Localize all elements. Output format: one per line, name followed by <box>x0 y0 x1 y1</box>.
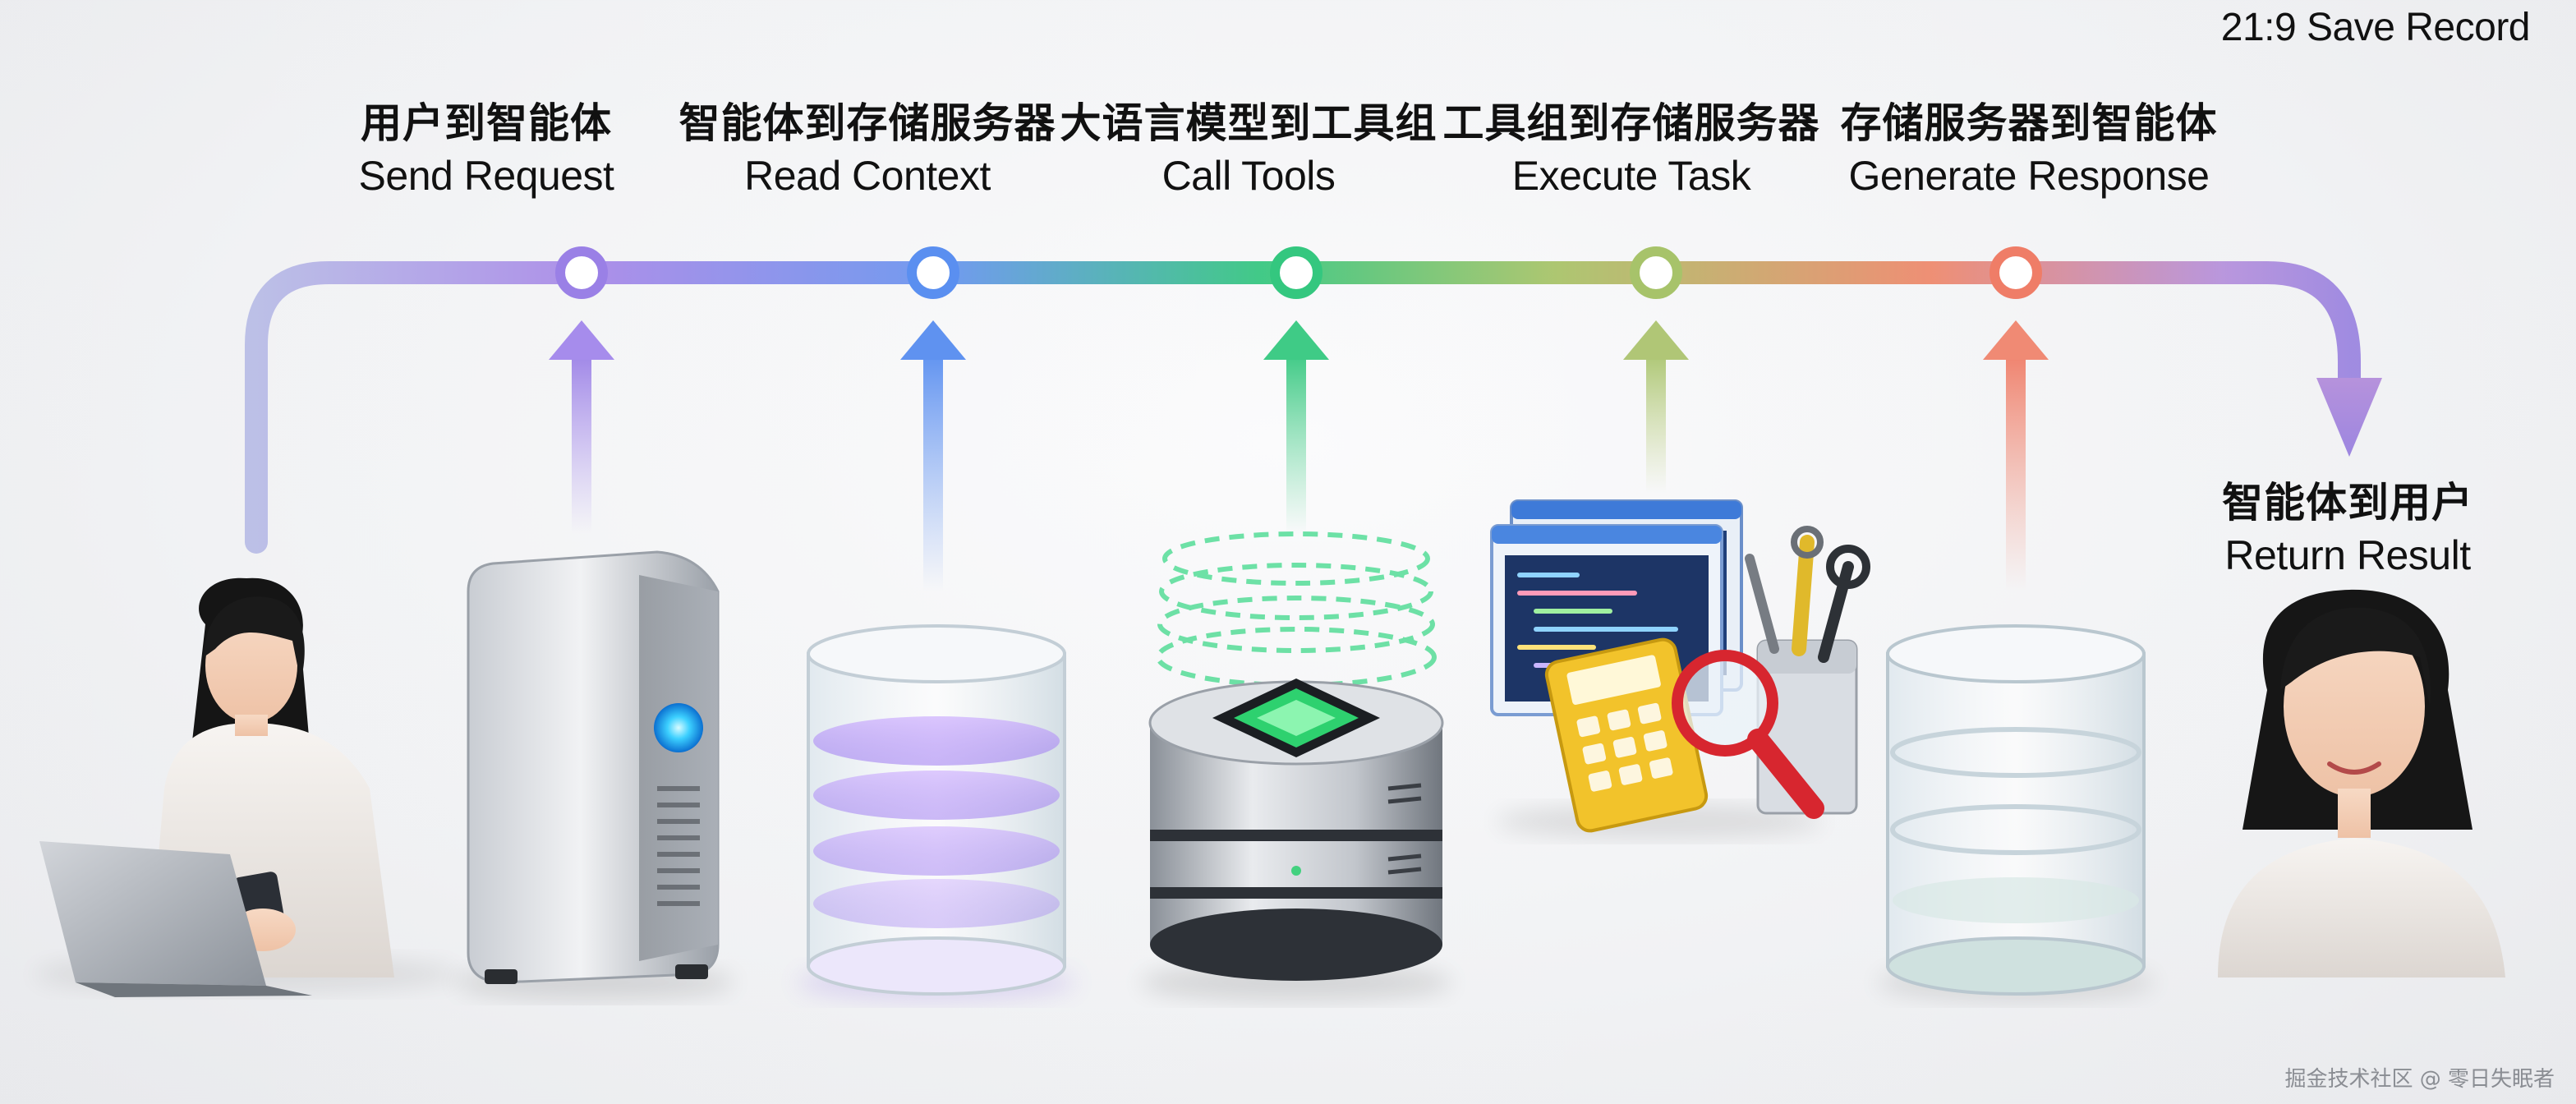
arrow-shaft-send-request <box>572 345 591 534</box>
arrow-shaft-read-context <box>923 345 943 591</box>
user-portrait-icon <box>2218 590 2505 978</box>
tools-group-icon <box>1492 501 1866 838</box>
step-node-icon <box>912 251 954 294</box>
step-node-icon <box>560 251 603 294</box>
llm-chip-icon <box>1140 534 1452 1000</box>
arrowhead-down-icon <box>2316 378 2382 457</box>
arrow-shaft-call-tools <box>1286 345 1306 534</box>
context-database-icon <box>797 626 1076 1000</box>
storage-database-icon <box>1876 626 2155 1000</box>
step-node-icon <box>1994 251 2037 294</box>
arrowhead-up-icon <box>900 320 966 360</box>
step-node-icon <box>1275 251 1318 294</box>
arrowhead-up-icon <box>1983 320 2049 360</box>
arrowhead-up-icon <box>549 320 614 360</box>
step-node-icon <box>1635 251 1677 294</box>
server-tower-icon <box>455 552 734 999</box>
arrowhead-up-icon <box>1263 320 1329 360</box>
arrowhead-up-icon <box>1623 320 1689 360</box>
arrow-shaft-generate-response <box>2006 345 2026 591</box>
footer-credit: 掘金技术社区 @ 零日失眠者 <box>2284 1062 2555 1092</box>
arrow-shaft-execute-task <box>1646 345 1666 493</box>
user-with-laptop-icon <box>33 578 460 997</box>
